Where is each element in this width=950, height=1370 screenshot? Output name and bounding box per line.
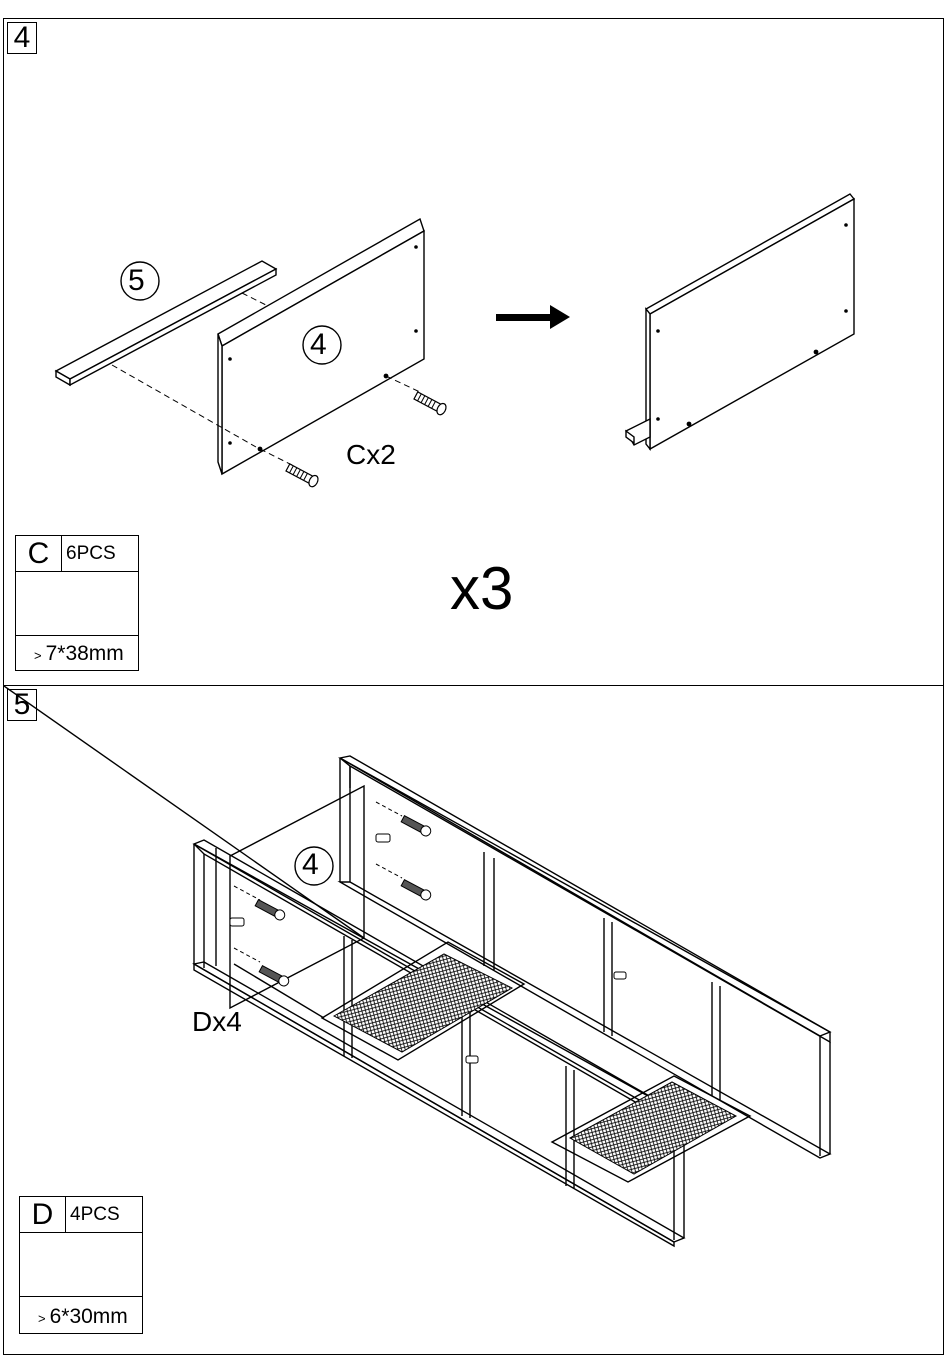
arrow-right-icon [496, 305, 570, 329]
hardware-c-card: C 6PCS >7*38mm [15, 535, 139, 671]
hardware-d-card: D 4PCS >6*30mm [19, 1196, 143, 1334]
bolt-top [413, 390, 448, 416]
repeat-multiplier: x3 [450, 559, 513, 619]
hardware-letter: C [16, 536, 62, 571]
result-face [650, 199, 854, 449]
step-4-panel: 4 [3, 18, 944, 686]
hardware-qty: 6PCS [66, 536, 116, 571]
hardware-qty: 4PCS [70, 1197, 120, 1232]
mesh-shelf-left [334, 954, 512, 1052]
hardware-image [16, 572, 138, 636]
part-4-label: 4 [302, 851, 319, 879]
screw-callout: Cx2 [346, 441, 396, 469]
size-value: 7*38mm [46, 642, 124, 665]
size-arrow: > [38, 1311, 46, 1326]
part-4-label: 4 [310, 331, 327, 359]
hardware-image [20, 1233, 142, 1297]
size-arrow: > [34, 648, 42, 663]
step-5-panel: 5 [3, 685, 944, 1355]
hardware-size: >7*38mm [34, 638, 124, 670]
bolt-bottom [285, 462, 320, 488]
size-value: 6*30mm [50, 1305, 128, 1328]
part-5-label: 5 [128, 267, 145, 295]
hardware-letter: D [20, 1197, 66, 1232]
screw-callout: Dx4 [192, 1008, 242, 1036]
hardware-size: >6*30mm [38, 1301, 128, 1333]
step-5-illustration [4, 686, 945, 1356]
panel-side [218, 334, 222, 474]
